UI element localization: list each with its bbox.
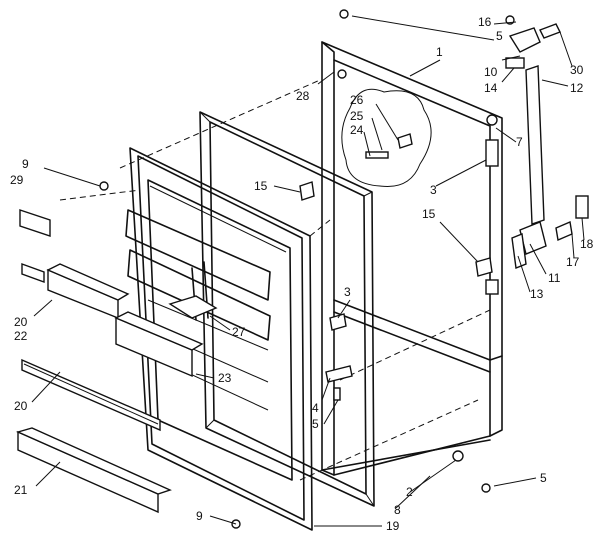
callout-18: 18 [580, 237, 594, 251]
callout-25: 25 [350, 109, 364, 123]
callout-15-left: 15 [254, 179, 268, 193]
callout-3-lower: 3 [344, 285, 351, 299]
callout-20-top: 20 [14, 315, 28, 329]
callout-21: 21 [14, 483, 28, 497]
callout-7: 7 [516, 135, 523, 149]
callout-13: 13 [530, 287, 544, 301]
callout-11: 11 [548, 271, 561, 285]
door-gasket [199, 111, 375, 507]
callout-24: 24 [350, 123, 364, 137]
top-hinge [505, 23, 561, 69]
callout-17: 17 [566, 255, 580, 269]
hidden-edge-4 [299, 399, 479, 481]
leader-lines [31, 15, 585, 527]
callout-9-top: 9 [22, 157, 29, 171]
callouts: 1 2 3 3 4 5 5 5 7 8 9 9 10 11 12 13 14 1… [10, 15, 594, 533]
nameplate-29 [19, 209, 51, 237]
shelf-retainer-20 [21, 358, 161, 432]
callout-19: 19 [386, 519, 400, 533]
hidden-edge-2 [309, 219, 331, 237]
callout-29: 29 [10, 173, 24, 187]
callout-2: 2 [406, 485, 413, 499]
callout-20-bottom: 20 [14, 399, 28, 413]
hinge-bracket-15 [299, 181, 493, 277]
callout-26: 26 [350, 93, 364, 107]
callout-15-right: 15 [422, 207, 436, 221]
callout-12: 12 [570, 81, 584, 95]
callout-5-mid: 5 [312, 417, 319, 431]
callout-1: 1 [436, 45, 443, 59]
bottom-hinge-4 [325, 313, 353, 401]
hidden-edge-1 [119, 79, 321, 169]
shelf-end-cap [21, 263, 45, 283]
hidden-edge-3 [339, 309, 491, 381]
callout-16: 16 [478, 15, 492, 29]
door-shelf-mid [114, 311, 204, 378]
callout-5-bottom: 5 [540, 471, 547, 485]
hinge-bar-12 [525, 65, 545, 225]
callout-5-top: 5 [496, 29, 503, 43]
callout-9-bottom: 9 [196, 509, 203, 523]
hidden-edge-5 [59, 189, 141, 201]
callout-27: 27 [232, 325, 246, 339]
callout-30: 30 [570, 63, 584, 77]
cabinet-frame [321, 41, 503, 476]
callout-10: 10 [484, 65, 498, 79]
hinge-pin-7 [486, 114, 498, 126]
callout-14: 14 [484, 81, 498, 95]
screws [99, 9, 515, 529]
callout-8: 8 [394, 503, 401, 517]
callout-23: 23 [218, 371, 232, 385]
callout-28: 28 [296, 89, 310, 103]
shelf-retainer-21 [15, 427, 172, 514]
handle-cluster [341, 88, 432, 188]
callout-22: 22 [14, 329, 28, 343]
door-shelf-upper [46, 263, 130, 320]
callout-4: 4 [312, 401, 319, 415]
callout-3-upper: 3 [430, 183, 437, 197]
